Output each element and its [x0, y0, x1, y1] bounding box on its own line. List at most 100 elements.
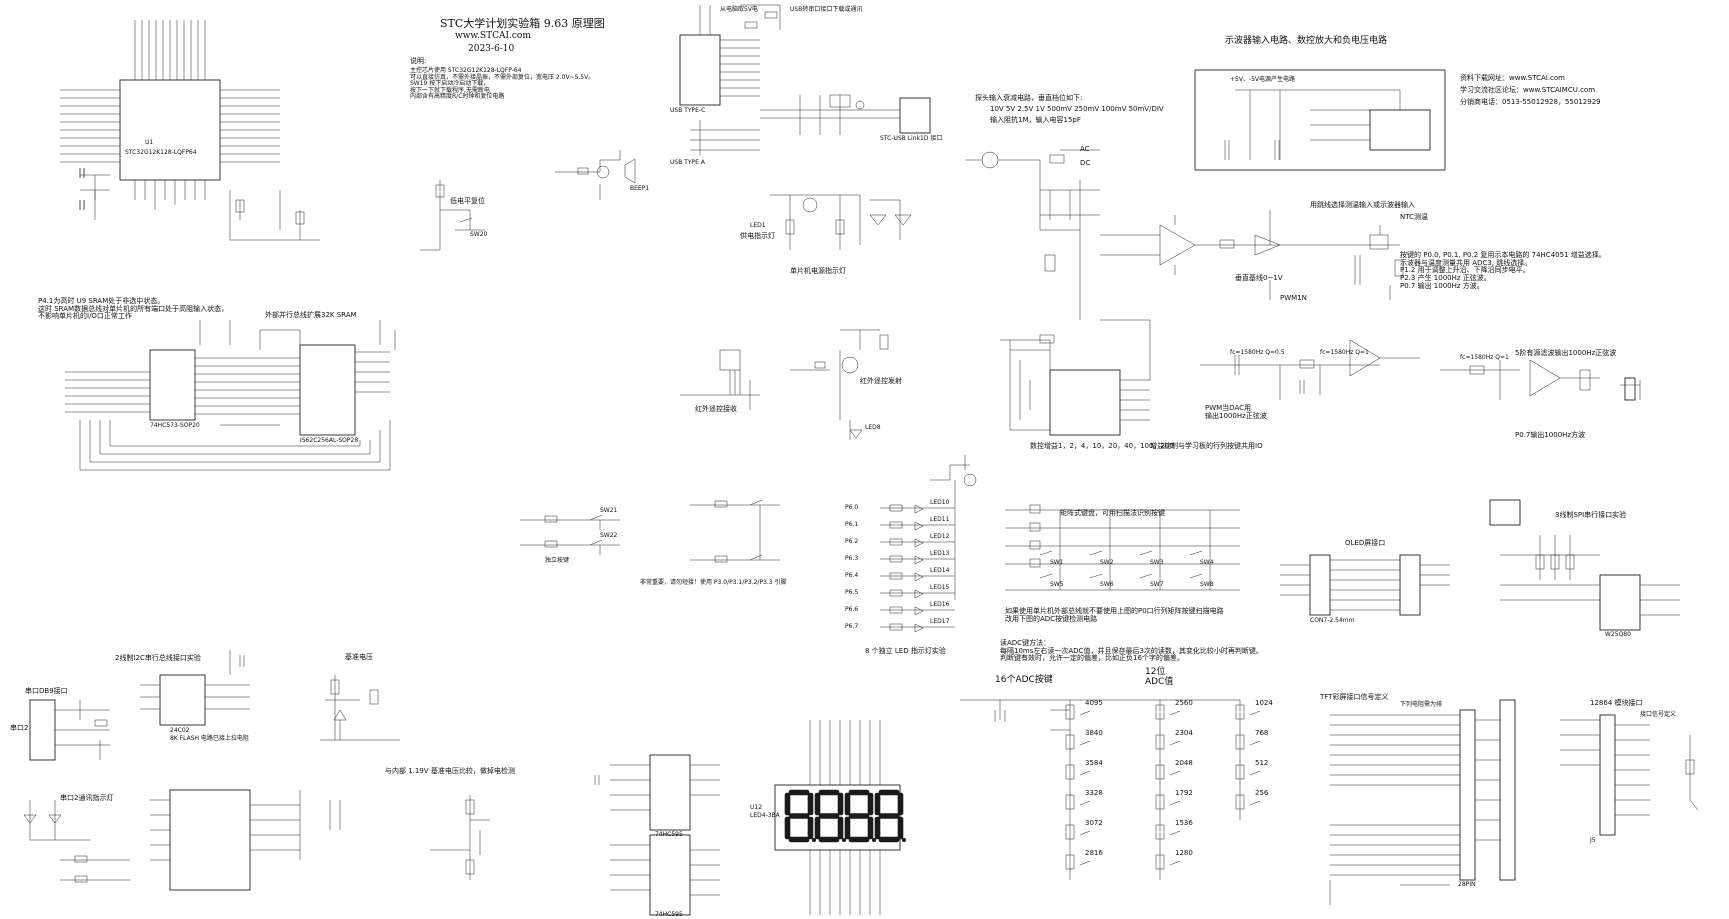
- adc-val-1792: 1792: [1175, 789, 1193, 797]
- reset-label: 低电平复位: [450, 197, 485, 205]
- adc-val-256: 256: [1255, 789, 1269, 797]
- keypad-key-3: SW3: [1150, 559, 1164, 566]
- button-note: 非常重要，请勿短接！使用 P3.0/P3.1/P3.2/P3.3 引脚: [640, 579, 787, 586]
- scope-filter: 5阶有源滤波输出1000Hz正弦波: [1515, 349, 1617, 357]
- adc-val-4095: 4095: [1085, 699, 1103, 707]
- ir-tx: 红外遥控发射: [860, 377, 902, 385]
- contact-download: 资料下载网址：www.STCAI.com: [1460, 74, 1565, 82]
- keypad-note: 如果使用单片机外部总线就不要使用上图的P0口行列矩阵按键扫描电路 改用下图的AD…: [1005, 607, 1224, 623]
- power-ind-title: 单片机电源指示灯: [790, 267, 846, 275]
- adc-keys-method: 读ADC键方法： 每隔10ms左右读一次ADC值，并且保存最后3次的读数，其变化…: [1000, 639, 1263, 663]
- adc-val-3840: 3840: [1085, 729, 1103, 737]
- serial-title: 串口DB9接口: [25, 687, 68, 695]
- seven-seg-dp: [842, 838, 846, 842]
- led-ref-0: LED10: [930, 499, 950, 506]
- led-pin-3: P6.3: [845, 555, 859, 562]
- serial-indicator: 串口2通讯指示灯: [60, 794, 114, 802]
- sram-title: 外部并行总线扩展32K SRAM: [265, 311, 357, 319]
- scope-p07: P0.7输出1000Hz方波: [1515, 431, 1586, 439]
- led-ref-2: LED12: [930, 533, 950, 540]
- ir-block: [680, 329, 889, 440]
- seven-seg-segment-f: [814, 792, 821, 816]
- seven-seg-segment-e: [784, 816, 791, 840]
- tft-con: 28PIN: [1458, 881, 1476, 888]
- power-indicator: [770, 194, 912, 250]
- serial-port: 串口2: [10, 724, 29, 732]
- keypad-key-6: SW6: [1100, 581, 1114, 588]
- adc-keys-bits: 12位 ADC值: [1145, 667, 1174, 687]
- adc-val-1536: 1536: [1175, 819, 1193, 827]
- keypad-key-7: SW7: [1150, 581, 1164, 588]
- led-pin-2: P6.2: [845, 538, 859, 545]
- i2c-title: 2线制I2C串行总线接口实验: [115, 654, 201, 662]
- seven-seg-segment-c: [867, 816, 874, 840]
- lcd12864-iface: 接口信号定义: [1640, 711, 1677, 718]
- serial-block: [29, 699, 110, 761]
- adc-val-1024: 1024: [1255, 699, 1273, 707]
- usb-power-title: 从电脑取5V电: [720, 6, 758, 13]
- sram-block: [65, 320, 396, 471]
- mcu-part: STC32G12K128-LQFP64: [125, 149, 197, 156]
- scope-ntc-title: 用跳线选择测温输入或示波器输入: [1310, 201, 1415, 209]
- sheet-title: STC大学计划实验箱 9.63 原理图: [440, 17, 605, 30]
- seven-seg-segment-b: [807, 792, 814, 816]
- led-ref-7: LED17: [930, 618, 950, 625]
- adc-val-2816: 2816: [1085, 849, 1103, 857]
- seven-seg-segment-d: [818, 836, 840, 843]
- usb-title: USB转串口接口下载或通讯: [790, 6, 863, 13]
- comparator-block: [430, 795, 490, 880]
- seven-seg-segment-d: [788, 836, 810, 843]
- seven-seg-segment-f: [784, 792, 791, 816]
- tft-block: [1329, 699, 1516, 905]
- sheet-date: 2023-6-10: [468, 44, 515, 54]
- scope-vshift: 垂直基线0~1V: [1235, 274, 1283, 282]
- notes-label: 说明:: [410, 57, 427, 65]
- led-ref-4: LED14: [930, 567, 950, 574]
- lcd12864-title: 12864 模块接口: [1590, 699, 1643, 707]
- keypad-title: 矩阵式键盘，可用扫描法识别按键: [1060, 509, 1165, 517]
- uart-leds: [23, 800, 130, 883]
- led-pin-0: P6.0: [845, 504, 859, 511]
- scope-gain-note: 增益控制与学习板的行列按键共用IO: [1150, 442, 1263, 450]
- usb-connector: STC-USB Link1D 接口: [880, 135, 943, 142]
- led-pin-1: P6.1: [845, 521, 859, 528]
- adc-val-2304: 2304: [1175, 729, 1193, 737]
- seven-seg-segment-e: [814, 816, 821, 840]
- hc595-chip2: 74HC595: [655, 911, 683, 918]
- notes-text: 主控芯片使用 STC32G12K128-LQFP-64 可以直接仿真，不需外接晶…: [410, 67, 595, 101]
- keypad-key-4: SW4: [1200, 559, 1214, 566]
- sw-mode-title: 独立按键: [545, 557, 570, 564]
- seven-seg-segment-a: [878, 789, 900, 796]
- tft-note: 下列电阻需为排: [1400, 701, 1443, 708]
- led-pin-7: P6.7: [845, 623, 859, 630]
- scope-power-title: +5V、-5V电源产生电路: [1230, 76, 1296, 83]
- spi-title: 3线制SPI串行接口实验: [1555, 511, 1627, 519]
- usb-type-c: USB TYPE-C: [670, 107, 706, 114]
- leds-block: [880, 455, 977, 633]
- sw-key-22: SW22: [600, 532, 618, 539]
- spi-block: [1489, 499, 1680, 631]
- scope-f1: fc=1580Hz Q=1: [1320, 349, 1369, 356]
- switch-keys: [520, 499, 780, 563]
- led-pin-5: P6.5: [845, 589, 859, 596]
- adc-val-2560: 2560: [1175, 699, 1193, 707]
- scope-dc: DC: [1080, 159, 1091, 167]
- ir-led: LED8: [865, 424, 881, 431]
- lcd12864-block: [1560, 714, 1699, 836]
- leds-title: 8 个独立 LED 指示灯实验: [865, 647, 946, 655]
- seven-seg-segment-g: [848, 813, 870, 819]
- i2c-block: [140, 650, 250, 726]
- lowvolt-block: [150, 789, 341, 891]
- seven-seg-segment-g: [878, 813, 900, 819]
- i2c-chip: 24C02: [170, 727, 190, 734]
- power-ind-note: 供电指示灯: [740, 232, 775, 240]
- scope-title: 示波器输入电路、数控放大和负电压电路: [1225, 36, 1388, 46]
- spi-chip: W25Q80: [1605, 631, 1631, 638]
- seven-seg-segment-b: [867, 792, 874, 816]
- seven-seg-segment-c: [897, 816, 904, 840]
- mcu-block: [60, 20, 320, 241]
- seven-seg-segment-b: [897, 792, 904, 816]
- lcd12864-ref: J5: [1590, 837, 1596, 844]
- seven-seg-segment-c: [807, 816, 814, 840]
